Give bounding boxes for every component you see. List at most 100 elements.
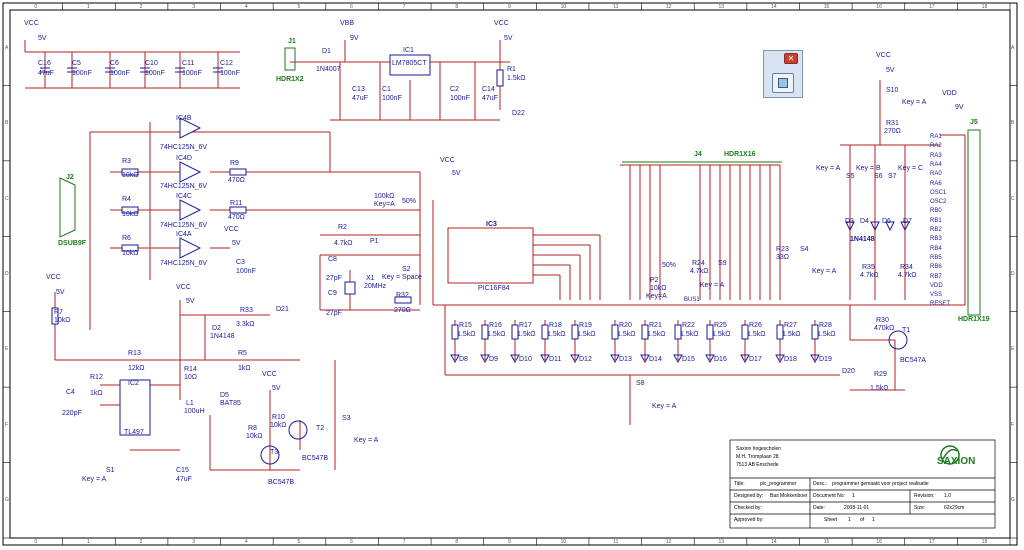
j5-pin-label: VSS [930,292,943,299]
j4-part: HDR1X16 [724,151,756,158]
d3-label: D3 [845,218,854,225]
r5-label: R5 [238,350,247,357]
r10-value: 10kΩ [270,422,287,429]
ic4d-label: IC4D [176,155,192,162]
r32-value: 270Ω [394,307,411,314]
r10-label: R10 [272,414,285,421]
ruler-column-label: 13 [718,4,725,10]
led-resistor-label: R20 [619,322,632,329]
restore-window-button[interactable] [772,73,794,93]
tb-title-value: pic_programmer [760,481,797,487]
t2-label: T2 [316,425,325,432]
ruler-column-label: 18 [981,539,988,545]
j5-pin-label: RB1 [930,217,942,224]
tb-checked-label: Checked by: [734,505,762,511]
r12-value: 1kΩ [90,390,103,397]
ruler-column-label: 6 [350,4,353,10]
s3-label: S3 [342,415,351,422]
vcc-label-7: VCC [176,284,191,291]
vcc-label-8: VCC [262,371,277,378]
close-icon[interactable]: ✕ [784,53,798,64]
c14-value: 47uF [482,95,498,102]
j5-pin-label: RA2 [930,143,942,150]
tb-of-value: 1 [872,517,875,523]
ruler-row-label: E [5,346,9,353]
ruler-column-label: 8 [455,4,459,10]
s4-key: Key = A [812,268,837,275]
p2-label: P2 [650,277,659,284]
r4-label: R4 [122,196,131,203]
s6-key: Key = B [856,165,881,172]
r30-label: R30 [876,317,889,324]
s1-label: S1 [106,467,115,474]
ruler-row-label: C [1011,195,1015,202]
ic4d-part: 74HC125N_6V [160,183,208,190]
tb-logo: SAXION [937,456,976,467]
ruler-column-label: 5 [297,4,301,10]
vcc-label-2: VCC [494,20,509,27]
led-resistor-value: 1.5kΩ [680,331,699,338]
j5-pin-label: RB0 [930,208,942,215]
components [40,54,910,465]
ic3-part: PIC16F84 [478,285,510,292]
j5-pin-label: RA3 [930,152,942,159]
ruler-column-label: 14 [771,4,777,10]
cap-c12-value: 100nF [220,70,240,77]
led-resistor-label: R22 [682,322,695,329]
regulator-body [389,54,431,76]
cap-c10-value: 100nF [145,70,165,77]
floating-toolbar[interactable]: ✕ [763,50,803,98]
led-resistor-value: 1.5kΩ [747,331,766,338]
p1-percent: 50% [402,198,417,205]
v5-label: 5V [38,35,47,42]
p1-key: Key=A [374,201,395,208]
j5-pin-label: RB6 [930,264,942,271]
r11-value: 470Ω [228,214,245,221]
x1-label: X1 [366,275,375,282]
ruler-column-label: 3 [192,4,195,10]
s2-key: Key = Space [382,274,422,281]
ruler-column-label: 13 [718,539,725,545]
v9-label-2: 9V [955,104,964,111]
tb-desc-label: Desc.: [813,481,828,487]
j2-label: J2 [66,174,74,181]
t3-symbol [260,445,280,465]
c9-label: C9 [328,290,337,297]
ruler-row-label: A [5,44,9,51]
d-part: 1N4148 [850,236,875,243]
c4-label: C4 [66,389,75,396]
j1-symbol [284,47,296,71]
r6-label: R6 [122,235,131,242]
c15-label: C15 [176,467,189,474]
vcc-label-6: VCC [46,274,61,281]
cap-c11-label: C11 [182,60,195,67]
cap-c12-label: C12 [220,60,233,67]
vcc-label-3: VCC [440,157,455,164]
tb-docno-value: 1 [852,493,855,499]
j5-pin-label: OSC2 [930,199,947,206]
r14-label: R14 [184,366,197,373]
led-resistor-value: 1.5kΩ [712,331,731,338]
j5-symbol [967,129,981,316]
ruler-row-label: E [1011,346,1015,353]
t1-symbol [888,330,908,350]
ruler-column-label: 12 [665,4,672,10]
r11-label: R11 [230,200,243,207]
cap-c5-label: C5 [72,60,81,67]
vbb-label: VBB [340,20,355,27]
tb-designed-label: Designed by: [734,493,764,499]
ruler-column-label: 2 [139,4,143,10]
r7-label: R7 [54,309,63,316]
r35-value: 4.7kΩ [860,272,879,279]
ruler-column-label: 5 [297,539,301,545]
s8-label: S8 [636,380,645,387]
r9-value: 470Ω [228,177,245,184]
ruler-column-label: 7 [402,539,406,545]
d7-label: D7 [903,218,912,225]
j1-label: J1 [288,38,296,45]
ruler-column-label: 6 [350,539,353,545]
c3-value: 100nF [236,268,256,275]
c8-label: C8 [328,256,337,263]
